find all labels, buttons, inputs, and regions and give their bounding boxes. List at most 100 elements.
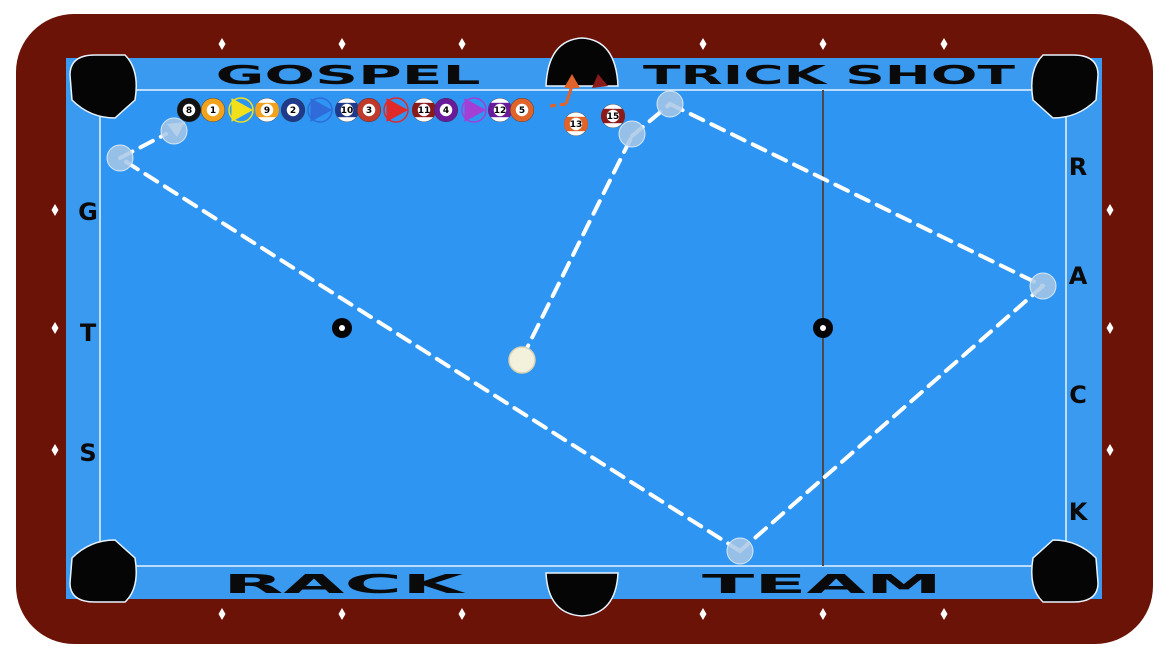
ball-13: 13 — [564, 112, 588, 136]
pocket-icon — [1031, 539, 1099, 603]
ball-holder: 9 — [255, 98, 279, 122]
ball-12: 12 — [488, 98, 512, 122]
side-letter: A — [1069, 262, 1088, 290]
side-letter: C — [1069, 381, 1087, 409]
pocket-icon — [545, 572, 619, 617]
ball-2: 2 — [281, 98, 305, 122]
ball-number-disc — [515, 103, 529, 117]
diamond-sight-icon — [218, 38, 226, 50]
spot-marker-center — [339, 325, 345, 331]
diamond-sight-icon — [1106, 322, 1114, 334]
direction-arrow-icon — [592, 74, 608, 88]
diamond-sight-icon — [338, 38, 346, 50]
rail-text-trick-shot: TRICK SHOT — [643, 61, 1016, 91]
direction-arrow-icon — [310, 98, 333, 122]
pocket-icon — [69, 539, 137, 603]
ghost-ball — [618, 120, 646, 148]
direction-arrow-icon — [564, 74, 580, 88]
ball-holder: 8 — [177, 98, 201, 122]
ball-holder: 11 — [412, 98, 436, 122]
diamond-sight-icon — [338, 608, 346, 620]
diamond-sight-icon — [819, 38, 827, 50]
side-letter: G — [78, 198, 98, 226]
ball-9: 9 — [255, 98, 279, 122]
ball-4: 4 — [434, 98, 458, 122]
ball-number-disc — [286, 103, 300, 117]
ball-15: 15 — [601, 104, 625, 128]
ball-number-disc — [260, 103, 274, 117]
rail-text-rack: RACK — [223, 570, 466, 600]
path-segment — [118, 156, 742, 553]
pocket-balls: 13 15 — [564, 104, 625, 136]
side-letter: R — [1069, 153, 1087, 181]
cue-ball — [508, 346, 536, 374]
ball-number: 2 — [290, 106, 296, 116]
arrow-ring — [383, 97, 409, 123]
ball-number-disc — [340, 103, 354, 117]
ball-holder: 3 — [357, 98, 381, 122]
diamond-sight-icon — [699, 608, 707, 620]
ball-holder: 10 — [335, 98, 359, 122]
ball-number: 9 — [264, 106, 270, 116]
path-segment — [564, 85, 574, 105]
side-letter: K — [1069, 498, 1089, 526]
ball-number-disc — [362, 103, 376, 117]
diamond-sight-icon — [51, 204, 59, 216]
side-letter: S — [79, 439, 96, 467]
side-letters: G T S R A C K — [78, 153, 1089, 526]
ball-1: 1 — [201, 98, 225, 122]
diamond-sight-icon — [458, 608, 466, 620]
ghost-ball — [160, 117, 188, 145]
direction-arrow-icon — [386, 98, 409, 122]
cushion-edge — [99, 89, 1067, 567]
ball-number-disc — [569, 117, 583, 131]
pocket-icon — [545, 37, 619, 87]
ball-11: 11 — [412, 98, 436, 122]
ball-number: 4 — [443, 106, 449, 116]
path-segment — [520, 134, 634, 360]
ball-number-disc — [417, 103, 431, 117]
diamond-sight-icon — [218, 608, 226, 620]
ball-number: 12 — [494, 106, 507, 116]
path-segment — [668, 102, 1045, 288]
arrow-ring — [461, 97, 487, 123]
ball-number-disc — [439, 103, 453, 117]
direction-arrow-icon — [231, 98, 254, 122]
diamond-sight-icon — [1106, 204, 1114, 216]
ball-holder: 15 — [601, 104, 625, 128]
ball-number: 3 — [366, 106, 372, 116]
rack-row: 8 1 9 2 10 3 11 4 12 5 — [177, 97, 534, 123]
side-letter: T — [80, 319, 97, 347]
spot-marker-center — [820, 325, 826, 331]
diamond-sight-icon — [940, 38, 948, 50]
ball-number: 11 — [418, 106, 431, 116]
ball-number: 1 — [210, 106, 216, 116]
diamond-sight-icon — [51, 444, 59, 456]
ball-number: 10 — [341, 106, 354, 116]
shot-path — [118, 102, 1045, 553]
ball-holder: 13 — [564, 112, 588, 136]
diamond-sight-icon — [699, 38, 707, 50]
diamond-sight-icon — [819, 608, 827, 620]
ghost-balls — [106, 90, 1057, 565]
felt-surface — [100, 90, 1066, 566]
ghost-ball — [1029, 272, 1057, 300]
ball-5: 5 — [510, 98, 534, 122]
ghost-ball — [106, 144, 134, 172]
spot-markers — [332, 318, 833, 338]
arrow-ring — [307, 97, 333, 123]
diamond-sight-icon — [458, 38, 466, 50]
ball-number-disc — [493, 103, 507, 117]
ball-number: 15 — [607, 112, 620, 122]
ball-number: 8 — [186, 106, 192, 116]
ghost-ball — [656, 90, 684, 118]
ball-number: 5 — [519, 106, 525, 116]
ghost-ball — [726, 537, 754, 565]
arrow-ring — [228, 97, 254, 123]
rail-text-team: TEAM — [702, 570, 942, 600]
ball-holder: 5 — [510, 98, 534, 122]
diamond-sight-icon — [51, 322, 59, 334]
ball-number-disc — [182, 103, 196, 117]
